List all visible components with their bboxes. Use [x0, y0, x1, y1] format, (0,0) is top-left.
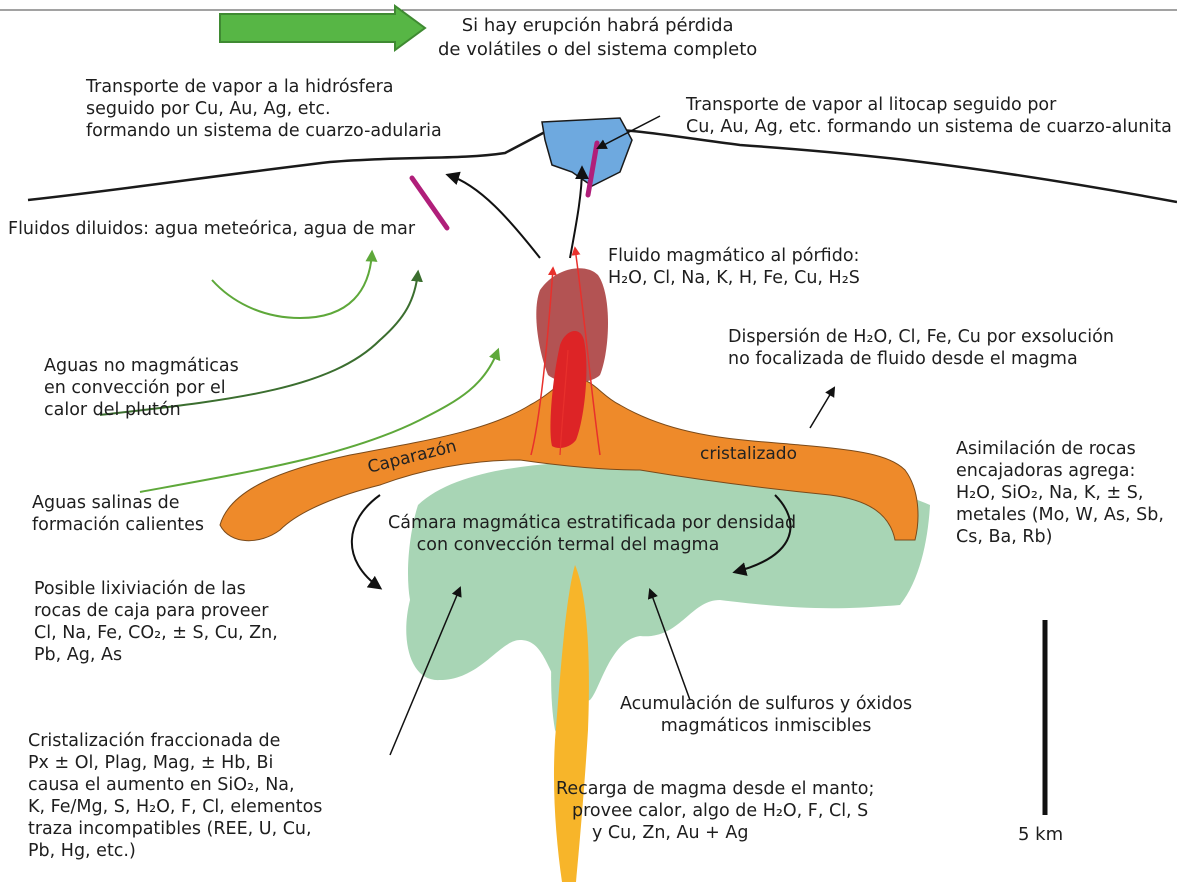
assimilation-line-4: metales (Mo, W, As, Sb,: [956, 504, 1164, 526]
crystallization-line-5: traza incompatibles (REE, U, Cu,: [28, 818, 322, 840]
litocap-body: [542, 118, 632, 186]
hydrosphere-label-line-2: seguido por Cu, Au, Ag, etc.: [86, 98, 442, 120]
hydrosphere-label: Transporte de vapor a la hidrósfera segu…: [86, 76, 442, 142]
litocap-label-line-1: Transporte de vapor al litocap seguido p…: [686, 94, 1172, 116]
dispersion-pointer-arrow: [810, 388, 834, 428]
hydrosphere-label-line-1: Transporte de vapor a la hidrósfera: [86, 76, 442, 98]
assimilation-label: Asimilación de rocas encajadoras agrega:…: [956, 438, 1164, 548]
chamber-label-line-1: Cámara magmática estratificada por densi…: [388, 512, 748, 534]
magmatic-fluid-list: H₂O, Cl, Na, K, H, Fe, Cu, H₂S: [608, 267, 860, 289]
leaching-label: Posible lixiviación de las rocas de caja…: [34, 578, 278, 666]
crystallization-line-1: Cristalización fraccionada de: [28, 730, 322, 752]
scale-label: 5 km: [1018, 824, 1063, 846]
meteoric-convection-arrow: [212, 252, 372, 318]
eruption-arrow-icon: [220, 6, 425, 50]
leaching-line-2: rocas de caja para proveer: [34, 600, 278, 622]
chamber-convection-left: [352, 495, 380, 588]
crystallization-line-4: K, Fe/Mg, S, H₂O, F, Cl, elementos: [28, 796, 322, 818]
saline-waters-label: Aguas salinas de formación calientes: [32, 492, 204, 536]
assimilation-line-5: Cs, Ba, Rb): [956, 526, 1164, 548]
eruption-title-line-1: Si hay erupción habrá pérdida: [438, 14, 757, 38]
crystallized-label: cristalizado: [700, 444, 797, 464]
saline-waters-line-2: formación calientes: [32, 514, 204, 536]
vapor-arrow-litocap: [570, 168, 582, 258]
litocap-label: Transporte de vapor al litocap seguido p…: [686, 94, 1172, 138]
leaching-line-4: Pb, Ag, As: [34, 644, 278, 666]
dilute-fluids-text: Fluidos diluidos: agua meteórica, agua d…: [8, 218, 415, 240]
dilute-fluids-label: Fluidos diluidos: agua meteórica, agua d…: [8, 218, 415, 240]
accumulation-label: Acumulación de sulfuros y óxidos magmáti…: [620, 693, 912, 737]
assimilation-line-1: Asimilación de rocas: [956, 438, 1164, 460]
assimilation-line-3: H₂O, SiO₂, Na, K, ± S,: [956, 482, 1164, 504]
non-magmatic-line-1: Aguas no magmáticas: [44, 355, 239, 377]
chamber-label-line-2: con convección termal del magma: [388, 534, 748, 556]
dispersion-label: Dispersión de H₂O, Cl, Fe, Cu por exsolu…: [728, 326, 1114, 370]
assimilation-line-2: encajadoras agrega:: [956, 460, 1164, 482]
non-magmatic-line-2: en convección por el: [44, 377, 239, 399]
non-magmatic-line-3: calor del plutón: [44, 399, 239, 421]
saline-waters-line-1: Aguas salinas de: [32, 492, 204, 514]
non-magmatic-waters-label: Aguas no magmáticas en convección por el…: [44, 355, 239, 421]
leaching-line-1: Posible lixiviación de las: [34, 578, 278, 600]
crystallization-line-3: causa el aumento en SiO₂, Na,: [28, 774, 322, 796]
vapor-arrow-hydrosphere: [448, 175, 540, 258]
hydrosphere-label-line-3: formando un sistema de cuarzo-adularia: [86, 120, 442, 142]
eruption-title: Si hay erupción habrá pérdida de volátil…: [438, 14, 757, 62]
recharge-label: Recarga de magma desde el manto; provee …: [556, 778, 874, 844]
crystallization-label: Cristalización fraccionada de Px ± Ol, P…: [28, 730, 322, 862]
leaching-line-3: Cl, Na, Fe, CO₂, ± S, Cu, Zn,: [34, 622, 278, 644]
vein-left: [412, 178, 447, 228]
chamber-label: Cámara magmática estratificada por densi…: [388, 512, 748, 556]
dispersion-label-line-2: no focalizada de fluido desde el magma: [728, 348, 1114, 370]
eruption-title-line-2: de volátiles o del sistema completo: [438, 38, 757, 62]
accumulation-line-1: Acumulación de sulfuros y óxidos: [620, 693, 912, 715]
crystallization-line-2: Px ± Ol, Plag, Mag, ± Hb, Bi: [28, 752, 322, 774]
accumulation-line-2: magmáticos inmiscibles: [620, 715, 912, 737]
litocap-label-line-2: Cu, Au, Ag, etc. formando un sistema de …: [686, 116, 1172, 138]
dispersion-label-line-1: Dispersión de H₂O, Cl, Fe, Cu por exsolu…: [728, 326, 1114, 348]
recharge-line-2: provee calor, algo de H₂O, F, Cl, S: [556, 800, 874, 822]
crystallization-line-6: Pb, Hg, etc.): [28, 840, 322, 862]
magmatic-fluid-label: Fluido magmático al pórfido: H₂O, Cl, Na…: [608, 245, 860, 289]
recharge-line-3: y Cu, Zn, Au + Ag: [556, 822, 874, 844]
magmatic-fluid-title: Fluido magmático al pórfido:: [608, 245, 860, 267]
recharge-line-1: Recarga de magma desde el manto;: [556, 778, 874, 800]
